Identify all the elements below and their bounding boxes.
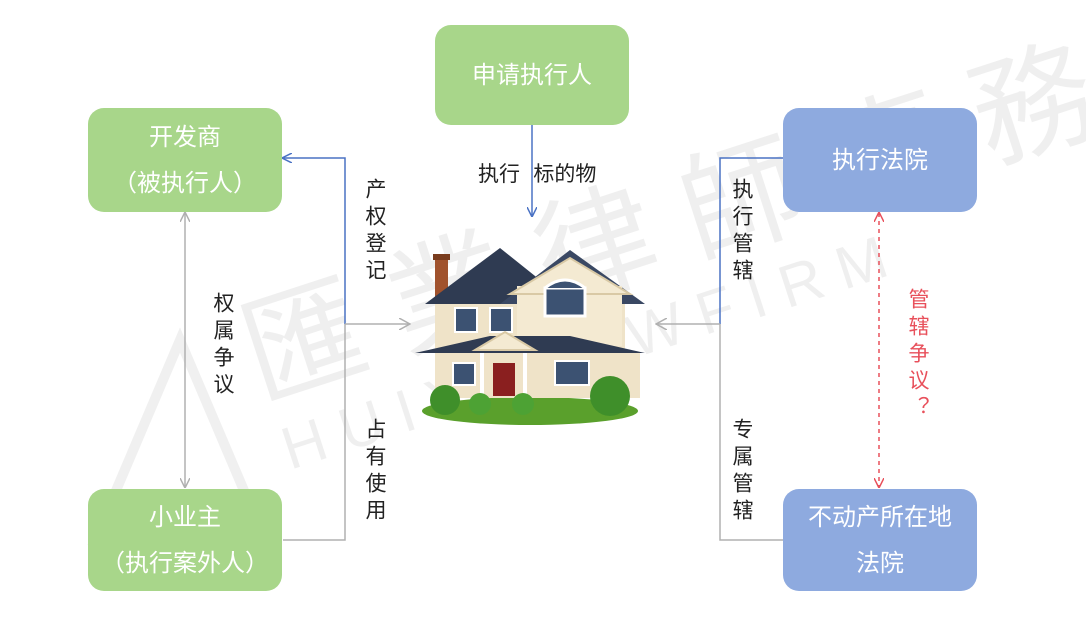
owner-role-label: （执行案外人） [101, 549, 269, 577]
title-registration-label: 产权登记 [363, 178, 387, 286]
property-court-label: 不动产所在地 [808, 503, 952, 531]
executing-court-box: 执行法院 [783, 108, 977, 212]
jurisdiction-dispute-label: 管辖争议？ [906, 288, 930, 423]
developer-box: 开发商 （被执行人） [88, 108, 282, 212]
applicant-box: 申请执行人 [435, 25, 629, 125]
exclusive-jurisdiction-label: 专属管辖 [730, 418, 754, 526]
house-illustration [415, 248, 645, 425]
applicant-label: 申请执行人 [472, 61, 592, 89]
developer-role-label: （被执行人） [113, 169, 257, 197]
executing-court-label: 执行法院 [832, 146, 928, 174]
line-executing-court [719, 157, 783, 324]
property-court-label-2: 法院 [856, 549, 904, 577]
developer-label: 开发商 [149, 123, 221, 151]
arrow-registration-to-developer [283, 158, 346, 324]
owner-box: 小业主 （执行案外人） [88, 489, 282, 591]
owner-label: 小业主 [149, 503, 221, 531]
line-owner-possession [283, 324, 346, 541]
enforcement-jurisdiction-label: 执行管辖 [730, 178, 754, 286]
ownership-dispute-label: 权属争议 [211, 292, 235, 400]
possession-use-label: 占有使用 [363, 418, 387, 526]
property-court-box: 不动产所在地 法院 [783, 489, 977, 591]
enforce-target-label: 执行 标的物 [478, 162, 597, 186]
line-property-court [719, 324, 783, 541]
